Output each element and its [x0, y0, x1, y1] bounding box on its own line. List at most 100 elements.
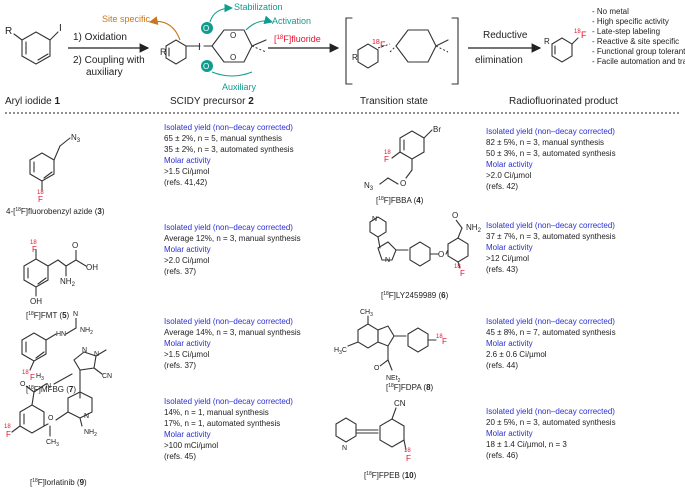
svg-text:I: I: [198, 42, 201, 53]
scidy-precursor-structure: R I O O O O: [160, 22, 267, 72]
svg-text:(refs. 45): (refs. 45): [164, 452, 196, 461]
svg-text:CN: CN: [394, 399, 406, 408]
svg-text:HN: HN: [56, 331, 66, 338]
svg-text:F: F: [581, 30, 587, 40]
radiofluorinated-product-structure: 18 F R: [544, 29, 587, 63]
transition-state-structure: 18 F R: [345, 17, 459, 85]
svg-text:18: 18: [37, 190, 44, 196]
structure-4: Br 18 F O N3: [364, 125, 441, 192]
svg-text:N: N: [385, 257, 390, 264]
compound-6-name: [18F]LY2459989 (6): [381, 291, 449, 300]
svg-text:50 ± 3%, n = 3, automated synt: 50 ± 3%, n = 3, automated synthesis: [486, 149, 616, 158]
stabilization-highlight: [201, 22, 213, 34]
svg-text:Isolated yield (non–decay corr: Isolated yield (non–decay corrected): [486, 127, 615, 136]
svg-text:Isolated yield (non–decay corr: Isolated yield (non–decay corrected): [164, 223, 293, 232]
svg-text:F: F: [38, 195, 43, 204]
data-block-5: Isolated yield (non–decay corrected) Ave…: [164, 223, 301, 276]
svg-text:Molar activity: Molar activity: [164, 245, 211, 254]
compound-7-name: [18F]MFBG (7): [26, 385, 76, 394]
feature-list: - No metal - High specific activity - La…: [592, 7, 685, 66]
svg-text:>100 mCi/µmol: >100 mCi/µmol: [164, 441, 218, 450]
data-block-6: Isolated yield (non–decay corrected) 37 …: [486, 221, 616, 274]
svg-text:O: O: [203, 62, 209, 71]
svg-text:NH2: NH2: [84, 429, 97, 438]
svg-text:OH: OH: [86, 263, 98, 272]
svg-text:(refs. 43): (refs. 43): [486, 265, 518, 274]
svg-text:O: O: [230, 53, 236, 62]
svg-text:CH3: CH3: [360, 309, 373, 318]
stabilization-highlight-2: [201, 60, 213, 72]
svg-text:18: 18: [22, 370, 29, 376]
svg-text:O: O: [400, 179, 406, 188]
svg-text:18: 18: [372, 39, 380, 46]
activation-arrow: [245, 15, 274, 31]
structure-5: 18 F OH NH2 O OH: [23, 240, 98, 306]
svg-text:>2.0 Ci/µmol: >2.0 Ci/µmol: [486, 171, 532, 180]
svg-text:>1.5 Ci/µmol: >1.5 Ci/µmol: [164, 167, 210, 176]
svg-text:Molar activity: Molar activity: [486, 339, 533, 348]
svg-text:Molar activity: Molar activity: [486, 429, 533, 438]
svg-text:14%, n = 1, manual synthesis: 14%, n = 1, manual synthesis: [164, 408, 269, 417]
svg-text:37 ± 7%, n = 3, automated synt: 37 ± 7%, n = 3, automated synthesis: [486, 232, 616, 241]
activation-label: Activation: [272, 16, 311, 26]
svg-text:R: R: [160, 47, 167, 57]
structure-10: N CN 18 F: [335, 399, 411, 463]
product-label: Radiofluorinated product: [509, 96, 618, 107]
svg-text:18: 18: [384, 150, 391, 156]
svg-text:18: 18: [436, 334, 443, 340]
svg-text:O: O: [203, 24, 209, 33]
svg-text:OH: OH: [30, 297, 42, 306]
svg-text:18 ± 1.4 Ci/µmol, n = 3: 18 ± 1.4 Ci/µmol, n = 3: [486, 440, 567, 449]
svg-text:82 ± 5%, n = 3, manual synthes: 82 ± 5%, n = 3, manual synthesis: [486, 138, 604, 147]
svg-text:O: O: [452, 211, 458, 220]
compound-9-name: [18F]lorlatinib (9): [30, 478, 87, 487]
step-auxiliary: auxiliary: [86, 67, 123, 78]
svg-text:18: 18: [574, 29, 581, 35]
svg-text:Isolated yield (non–decay corr: Isolated yield (non–decay corrected): [164, 317, 293, 326]
svg-text:N: N: [342, 445, 347, 452]
svg-text:Isolated yield (non–decay corr: Isolated yield (non–decay corrected): [486, 221, 615, 230]
structure-3: N3 18 F: [29, 133, 81, 204]
svg-text:18: 18: [4, 424, 11, 430]
svg-text:>12 Ci/µmol: >12 Ci/µmol: [486, 254, 529, 263]
svg-text:O: O: [438, 250, 444, 259]
svg-text:F: F: [30, 373, 35, 382]
svg-text:H3: H3: [36, 373, 44, 382]
svg-text:Molar activity: Molar activity: [164, 339, 211, 348]
data-block-4: Isolated yield (non–decay corrected) 82 …: [486, 127, 616, 191]
svg-text:Isolated yield (non–decay corr: Isolated yield (non–decay corrected): [164, 123, 293, 132]
svg-text:18: 18: [30, 240, 37, 246]
site-specific-arrow: [148, 16, 181, 41]
svg-text:O: O: [374, 365, 380, 372]
compound-3-name: 4-[18F]fluorobenzyl azide (3): [6, 207, 105, 216]
svg-text:O: O: [48, 415, 54, 422]
svg-text:Isolated yield (non–decay corr: Isolated yield (non–decay corrected): [486, 317, 615, 326]
svg-text:45 ± 8%, n = 7, automated synt: 45 ± 8%, n = 7, automated synthesis: [486, 328, 616, 337]
stabilization-label: Stabilization: [234, 2, 283, 12]
svg-text:CN: CN: [102, 373, 112, 380]
scidy-label: SCIDY precursor 2: [170, 96, 254, 107]
svg-text:35 ± 2%, n = 3, automated synt: 35 ± 2%, n = 3, automated synthesis: [164, 145, 294, 154]
svg-text:N3: N3: [364, 181, 374, 192]
step-coupling: 2) Coupling with: [73, 55, 145, 66]
structure-8: CH3 H3C 18 F O NEt2: [334, 309, 447, 384]
svg-text:Br: Br: [433, 125, 441, 134]
svg-text:65 ± 2%, n = 5, manual synthes: 65 ± 2%, n = 5, manual synthesis: [164, 134, 282, 143]
data-block-8: Isolated yield (non–decay corrected) 45 …: [486, 317, 616, 370]
fluoride-label: [18F]fluoride: [274, 34, 321, 44]
reductive-label: Reductive: [483, 30, 528, 41]
svg-text:Molar activity: Molar activity: [164, 156, 211, 165]
compound-8-name: [18F]FDPA (8): [386, 383, 434, 392]
svg-text:N: N: [46, 383, 51, 390]
feature-4: - Functional group tolerant: [592, 47, 685, 56]
svg-text:Average 12%, n = 3, manual syn: Average 12%, n = 3, manual synthesis: [164, 234, 301, 243]
svg-text:(refs. 37): (refs. 37): [164, 361, 196, 370]
svg-text:N: N: [82, 347, 87, 354]
svg-text:Average 14%, n = 3, manual syn: Average 14%, n = 3, manual synthesis: [164, 328, 301, 337]
svg-text:17%, n = 1, automated synthesi: 17%, n = 1, automated synthesis: [164, 419, 280, 428]
transition-state-label: Transition state: [360, 96, 428, 107]
site-specific-label: Site specific: [102, 14, 151, 24]
compound-10-name: [18F]FPEB (10): [364, 471, 417, 480]
compound-5-name: [18F]FMT (5): [26, 311, 70, 320]
